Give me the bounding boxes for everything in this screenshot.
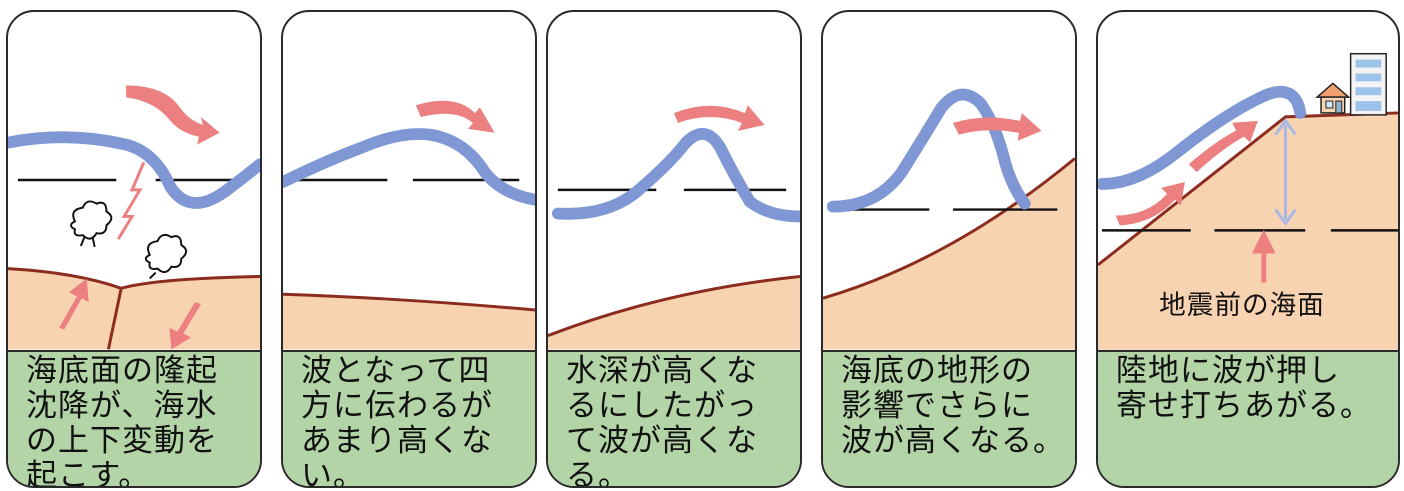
sea-level-pointer-icon (1251, 229, 1276, 283)
force-arrow-icon (1188, 120, 1258, 173)
scene-uplift (8, 85, 260, 350)
sea-level-label: 地震前の海面 (1159, 290, 1325, 321)
building-icon (1349, 52, 1387, 116)
force-arrow-icon (674, 105, 765, 131)
seafloor-ground (283, 294, 535, 350)
seafloor-edge (823, 157, 1075, 300)
force-arrow-icon (169, 302, 201, 350)
force-arrow-icon (126, 85, 220, 145)
wave-line (826, 88, 1031, 213)
quake-burst-icon (144, 233, 188, 280)
scene-propagation (283, 100, 535, 350)
wave-line (1098, 85, 1307, 190)
house-icon (1315, 82, 1351, 114)
wave-line (8, 131, 260, 209)
panel-3-shoaling: 水深が高くな るにしたがっ て波が高くな る。 (546, 10, 802, 488)
wave-line (551, 128, 800, 223)
seafloor-ground (8, 268, 260, 350)
force-arrow-icon (415, 100, 495, 133)
panel-4-terrain: 海底の地形の 影響でさらに 波が高くなる。 (821, 10, 1077, 488)
seafloor-ground (548, 276, 800, 350)
force-arrow-icon (1115, 182, 1185, 226)
panel-5-runup: 地震前の海面 陸地に波が押し 寄せ打ちあがる。 (1096, 10, 1400, 488)
scene-runup: 地震前の海面 (1098, 52, 1398, 350)
seafloor-edge-right (120, 275, 260, 290)
force-arrow-icon (59, 278, 89, 330)
seafloor-edge (283, 292, 535, 312)
seafloor-edge (548, 275, 800, 337)
scene-terrain (823, 88, 1075, 350)
force-arrow-icon (952, 113, 1042, 141)
panel-1-caption: 海底面の隆起 沈降が、海水 の上下変動を 起こす。 (8, 350, 260, 486)
panel-3-caption: 水深が高くな るにしたがっ て波が高くな る。 (548, 350, 800, 486)
height-arrow-icon (1274, 118, 1297, 226)
panel-2-caption: 波となって四 方に伝わるが あまり高くな い。 (283, 350, 535, 486)
wave-line (283, 128, 535, 206)
panel-5-caption: 陸地に波が押し 寄せ打ちあがる。 (1098, 350, 1398, 486)
scene-shoaling (548, 105, 800, 350)
seafloor-edge-left (8, 267, 123, 350)
panel-1-uplift: 海底面の隆起 沈降が、海水 の上下変動を 起こす。 (6, 10, 262, 488)
panel-4-caption: 海底の地形の 影響でさらに 波が高くなる。 (823, 350, 1075, 486)
quake-burst-icon (70, 200, 113, 248)
lightning-icon (116, 161, 146, 240)
panel-2-propagation: 波となって四 方に伝わるが あまり高くな い。 (281, 10, 537, 488)
